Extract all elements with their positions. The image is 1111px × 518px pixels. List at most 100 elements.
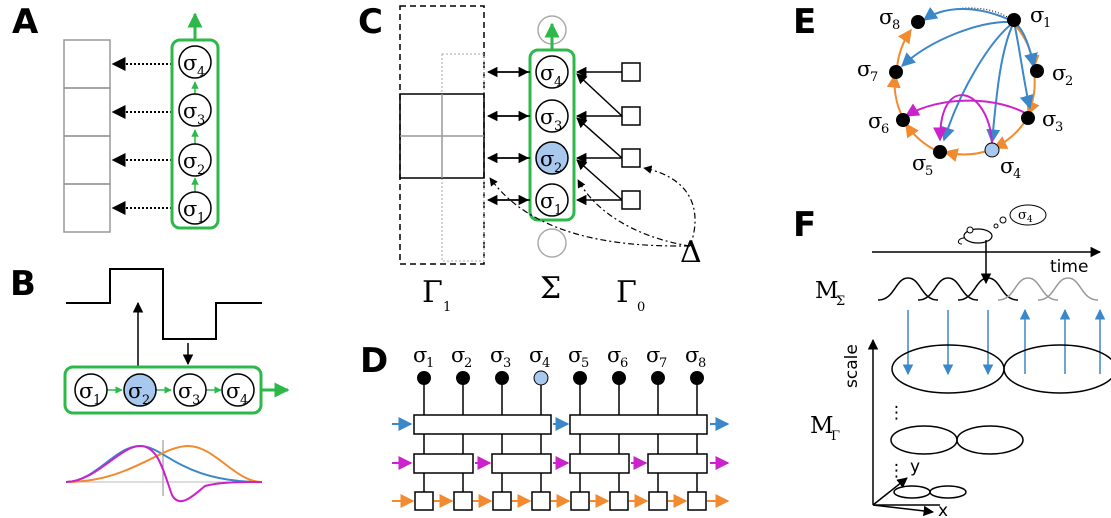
svg-text:2: 2 [464, 356, 472, 371]
svg-text:σ: σ [607, 343, 621, 367]
svg-text:4: 4 [240, 393, 248, 408]
svg-text:σ: σ [183, 51, 197, 75]
svg-text:4: 4 [1013, 167, 1021, 182]
svg-text:σ: σ [226, 379, 240, 403]
time-label: time [1050, 257, 1088, 277]
thought-bubble: σ 4 [993, 204, 1047, 229]
step-signal [66, 268, 262, 340]
svg-text:σ: σ [1000, 154, 1014, 178]
svg-text:σ: σ [451, 343, 465, 367]
f-blue-arrows [902, 308, 1106, 376]
svg-text:σ: σ [857, 57, 871, 81]
svg-text:1: 1 [197, 211, 205, 226]
blue-curve [65, 444, 263, 483]
mouse-icon [957, 226, 993, 245]
dots-lower: ⋮ [888, 461, 905, 481]
panel-f: F time σ 4 M Σ [793, 204, 1111, 518]
panel-label-c: C [358, 2, 383, 42]
ring-nodes [889, 13, 1044, 159]
d-stems [423, 378, 698, 500]
svg-text:3: 3 [554, 119, 562, 134]
svg-text:5: 5 [925, 164, 933, 179]
gamma1-sub: 1 [443, 300, 451, 315]
delta-arrows [489, 165, 696, 247]
svg-text:σ: σ [79, 379, 93, 403]
magenta-links [904, 94, 1031, 145]
svg-text:σ: σ [646, 343, 660, 367]
gamma1-label: Γ [422, 275, 443, 310]
svg-text:6: 6 [881, 122, 889, 137]
panel-d: D σ1 σ2 σ3 σ4 σ5 σ6 σ7 σ8 [360, 341, 730, 511]
svg-text:1: 1 [1043, 16, 1051, 31]
panel-label-e: E [793, 2, 816, 42]
gamma0-boxes [621, 62, 641, 210]
gamma0-arrows [575, 66, 623, 206]
d-magenta-row [392, 453, 730, 474]
magenta-curve [65, 444, 263, 503]
svg-text:σ: σ [1042, 107, 1056, 131]
panel-label-b: B [10, 264, 36, 304]
svg-text:σ: σ [128, 379, 142, 403]
svg-text:σ: σ [1018, 208, 1027, 223]
svg-text:1: 1 [93, 393, 101, 408]
svg-text:σ: σ [183, 149, 197, 173]
svg-text:6: 6 [620, 356, 628, 371]
gamma0-sub: 0 [637, 300, 645, 315]
svg-text:4: 4 [1027, 215, 1033, 225]
svg-text:1: 1 [554, 203, 562, 218]
svg-text:3: 3 [503, 356, 511, 371]
svg-text:σ: σ [540, 189, 554, 213]
svg-text:σ: σ [413, 343, 427, 367]
blue-links [900, 6, 1038, 144]
d-orange-row [392, 491, 730, 511]
y-label: y [910, 457, 920, 477]
gamma0-label: Γ [616, 275, 637, 310]
m-gamma-sub: Γ [831, 429, 840, 444]
svg-text:2: 2 [1065, 74, 1073, 89]
svg-text:4: 4 [554, 75, 562, 90]
m-gamma-ellipses [890, 344, 1111, 499]
svg-text:σ: σ [540, 147, 554, 171]
svg-text:σ: σ [529, 343, 543, 367]
svg-text:3: 3 [197, 113, 205, 128]
svg-text:σ: σ [540, 61, 554, 85]
svg-text:σ: σ [568, 343, 582, 367]
bidirectional-arrows [486, 66, 530, 206]
d-top-labels: σ1 σ2 σ3 σ4 σ5 σ6 σ7 σ8 [413, 343, 706, 371]
panel-e: E [793, 2, 1073, 182]
svg-text:4: 4 [542, 356, 550, 371]
m-sigma-label: M [815, 278, 839, 304]
svg-text:7: 7 [870, 70, 878, 85]
d-blue-row [392, 414, 730, 435]
readout-arrows [111, 57, 172, 215]
svg-text:3: 3 [1055, 120, 1063, 135]
svg-text:σ: σ [868, 109, 882, 133]
svg-text:σ: σ [490, 343, 504, 367]
svg-text:2: 2 [197, 163, 205, 178]
panel-c: C [358, 2, 702, 315]
scale-label: scale [842, 344, 862, 388]
svg-text:σ: σ [540, 105, 554, 129]
svg-text:8: 8 [892, 18, 900, 33]
svg-text:8: 8 [698, 356, 706, 371]
x-axis [872, 504, 935, 517]
delta-label: Δ [680, 235, 702, 270]
svg-text:σ: σ [178, 379, 192, 403]
svg-text:7: 7 [659, 356, 667, 371]
ghost-node-bottom [537, 228, 567, 258]
